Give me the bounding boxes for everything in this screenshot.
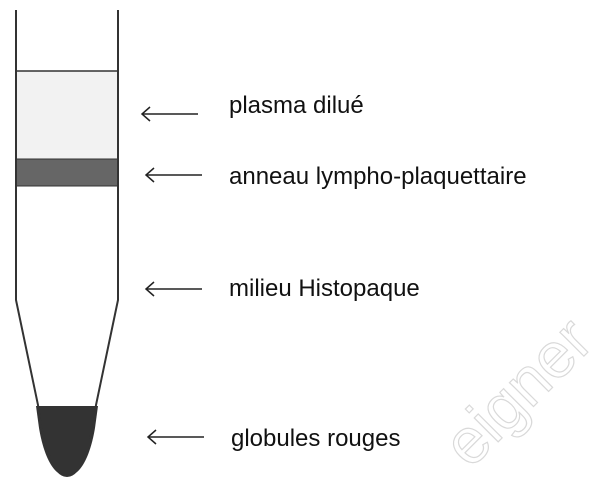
ring-label: anneau lympho-plaquettaire: [229, 163, 527, 190]
watermark-text: eigner: [429, 303, 600, 479]
plasma-label: plasma dilué: [229, 92, 364, 119]
watermark: eigner: [429, 303, 600, 479]
left-arrow-icon: [146, 282, 202, 296]
plasma-layer: [16, 71, 118, 159]
centrifuge-tube: [16, 10, 118, 476]
arrows: [142, 107, 204, 444]
left-arrow-icon: [148, 430, 204, 444]
left-arrow-icon: [146, 168, 202, 182]
ring-layer: [16, 159, 118, 186]
pellet-label: globules rouges: [231, 425, 400, 452]
medium-label: milieu Histopaque: [229, 275, 420, 302]
left-arrow-icon: [142, 107, 198, 121]
